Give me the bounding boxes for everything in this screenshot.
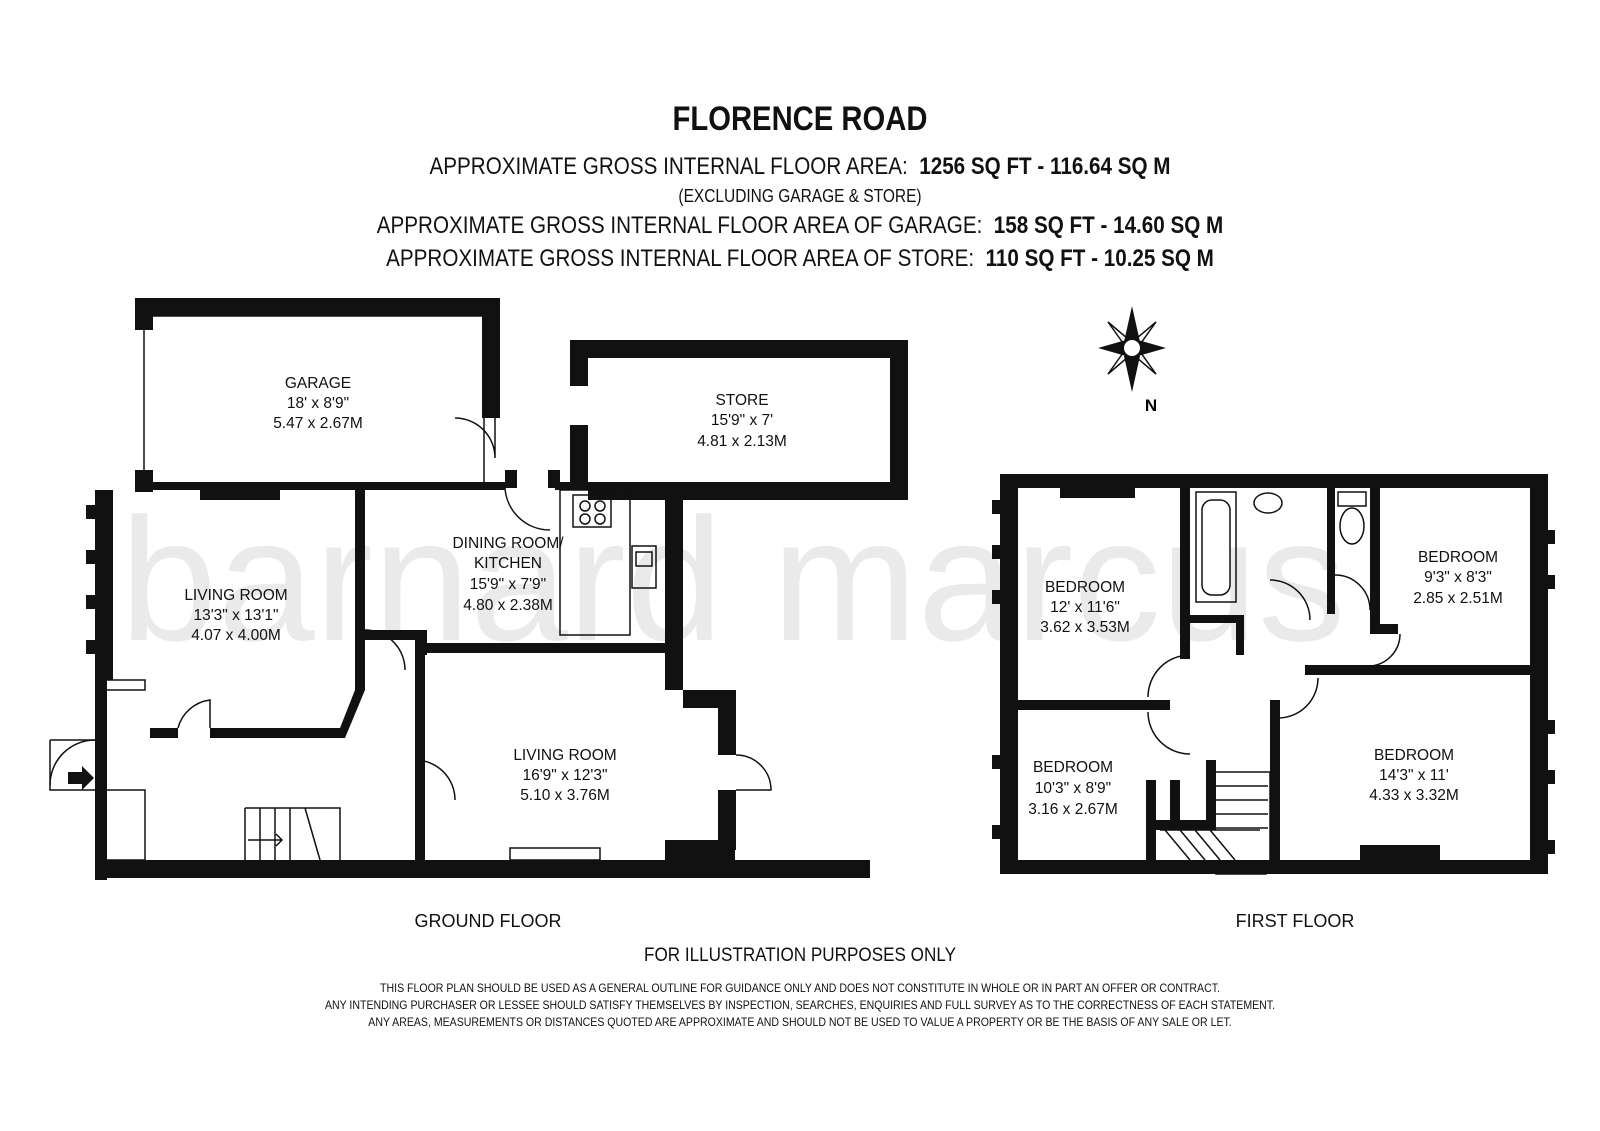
room-size-imperial: 16'9" x 12'3" <box>522 767 607 784</box>
store-area-label: APPROXIMATE GROSS INTERNAL FLOOR AREA OF… <box>386 245 975 272</box>
room-name: LIVING ROOM <box>513 747 616 764</box>
door-arc <box>504 487 551 531</box>
room-size-imperial: 18' x 8'9" <box>287 395 349 412</box>
room-living-1: LIVING ROOM 13'3" x 13'1" 4.07 x 4.00M <box>184 587 287 644</box>
door-arc <box>735 754 772 791</box>
disclaimer-line: THIS FLOOR PLAN SHOULD BE USED AS A GENE… <box>380 981 1220 995</box>
kitchen-fittings <box>509 489 657 861</box>
room-name: BEDROOM <box>1033 759 1113 776</box>
gross-area-label: APPROXIMATE GROSS INTERNAL FLOOR AREA: <box>429 153 908 180</box>
store-area-value: 110 SQ FT - 10.25 SQ M <box>985 245 1214 272</box>
illustration-note: FOR ILLUSTRATION PURPOSES ONLY <box>644 945 956 966</box>
ground-floor-walls <box>86 470 870 880</box>
room-size-imperial: 9'3" x 8'3" <box>1424 569 1492 586</box>
garage-area-label: APPROXIMATE GROSS INTERNAL FLOOR AREA OF… <box>376 212 983 239</box>
ground-floor-plan <box>49 298 908 880</box>
first-floor-walls <box>992 474 1555 874</box>
room-size-metric: 5.47 x 2.67M <box>273 415 363 432</box>
room-size-imperial: 13'3" x 13'1" <box>193 607 278 624</box>
door-arc <box>1147 711 1191 755</box>
ground-stairs <box>244 807 341 861</box>
room-living-2: LIVING ROOM 16'9" x 12'3" 5.10 x 3.76M <box>513 747 616 804</box>
room-name: BEDROOM <box>1045 579 1125 596</box>
room-size-metric: 4.81 x 2.13M <box>697 433 787 450</box>
room-size-metric: 4.33 x 3.32M <box>1369 787 1459 804</box>
plan-title: FLORENCE ROAD <box>672 100 928 138</box>
door-arc <box>1334 574 1371 611</box>
room-size-metric: 4.80 x 2.38M <box>463 597 553 614</box>
disclaimer-line: ANY INTENDING PURCHASER OR LESSEE SHOULD… <box>324 998 1276 1012</box>
room-name: BEDROOM <box>1418 549 1498 566</box>
room-name: DINING ROOM/ <box>452 535 564 552</box>
room-name: BEDROOM <box>1374 747 1454 764</box>
bathroom-fittings <box>1147 491 1401 755</box>
entrance-arrow-icon <box>68 766 94 790</box>
room-size-imperial: 15'9" x 7'9" <box>470 576 546 593</box>
room-size-metric: 2.85 x 2.51M <box>1413 590 1503 607</box>
watermark: barnard marcus <box>120 483 1346 678</box>
first-floor-stairs <box>1160 771 1271 875</box>
room-name: LIVING ROOM <box>184 587 287 604</box>
door-arc <box>1269 579 1311 621</box>
exclusion-note: (EXCLUDING GARAGE & STORE) <box>678 186 922 206</box>
room-size-metric: 3.16 x 2.67M <box>1028 801 1118 818</box>
door-arc <box>177 699 211 729</box>
room-size-imperial: 10'3" x 8'9" <box>1035 780 1111 797</box>
door-arc <box>1277 677 1319 719</box>
room-store: STORE 15'9" x 7' 4.81 x 2.13M <box>697 392 787 450</box>
room-name: KITCHEN <box>474 555 542 572</box>
room-name: STORE <box>715 392 768 409</box>
gross-area-line: APPROXIMATE GROSS INTERNAL FLOOR AREA: 1… <box>112 153 1488 181</box>
compass-north-label: N <box>1145 396 1157 415</box>
store-area-line: APPROXIMATE GROSS INTERNAL FLOOR AREA OF… <box>112 245 1488 273</box>
room-size-imperial: 12' x 11'6" <box>1050 599 1120 616</box>
entrance-porch <box>49 679 146 861</box>
door-arc <box>364 629 406 671</box>
ground-floor-label: GROUND FLOOR <box>414 911 561 931</box>
store-walls <box>570 340 908 500</box>
room-dining-kitchen: DINING ROOM/ KITCHEN 15'9" x 7'9" 4.80 x… <box>452 535 564 614</box>
room-size-metric: 4.07 x 4.00M <box>191 627 281 644</box>
room-size-metric: 5.10 x 3.76M <box>520 787 610 804</box>
room-size-imperial: 15'9" x 7' <box>711 412 773 429</box>
room-name: GARAGE <box>285 375 351 392</box>
room-garage: GARAGE 18' x 8'9" 5.47 x 2.67M <box>273 375 363 432</box>
door-arc <box>414 759 456 801</box>
room-size-metric: 3.62 x 3.53M <box>1040 619 1130 636</box>
garage-area-value: 158 SQ FT - 14.60 SQ M <box>993 212 1224 239</box>
room-bedroom-2: BEDROOM 9'3" x 8'3" 2.85 x 2.51M <box>1413 549 1503 607</box>
garage-area-line: APPROXIMATE GROSS INTERNAL FLOOR AREA OF… <box>112 212 1488 240</box>
compass-rose-icon: N <box>1098 306 1166 415</box>
room-size-imperial: 14'3" x 11' <box>1379 767 1449 784</box>
door-arc <box>1367 633 1401 667</box>
room-bedroom-4: BEDROOM 14'3" x 11' 4.33 x 3.32M <box>1369 747 1459 804</box>
first-floor-label: FIRST FLOOR <box>1236 911 1355 931</box>
door-arc <box>1147 654 1191 698</box>
disclaimer-line: ANY AREAS, MEASUREMENTS OR DISTANCES QUO… <box>368 1015 1232 1029</box>
gross-area-value: 1256 SQ FT - 116.64 SQ M <box>919 153 1171 180</box>
room-bedroom-3: BEDROOM 10'3" x 8'9" 3.16 x 2.67M <box>1028 759 1118 818</box>
room-bedroom-1: BEDROOM 12' x 11'6" 3.62 x 3.53M <box>1040 579 1130 636</box>
